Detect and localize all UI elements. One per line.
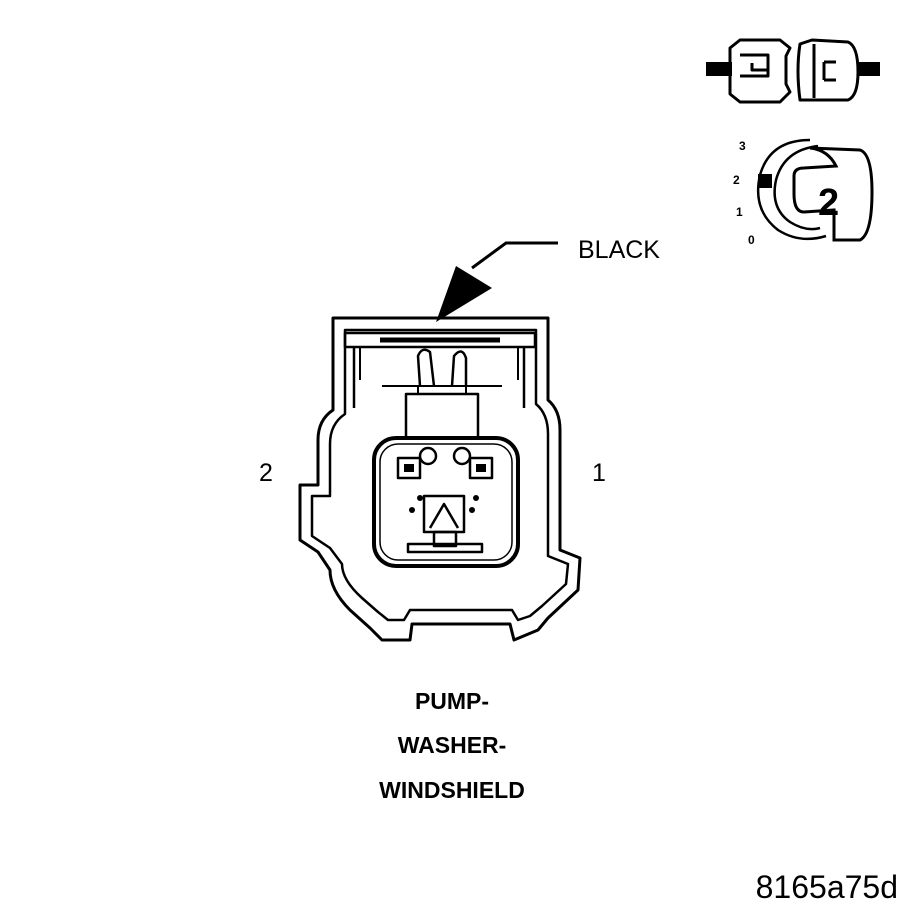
scale-label: 0 <box>748 233 755 247</box>
view-indicator-icon: 3 2 1 0 2 <box>733 138 874 247</box>
caption-line: WINDSHIELD <box>379 777 525 803</box>
connector-body <box>298 316 582 642</box>
scale-label: 1 <box>736 205 743 219</box>
mating-connector-icon <box>706 38 880 104</box>
pin-label-right: 1 <box>592 459 606 487</box>
caption-line: WASHER- <box>398 732 507 758</box>
pin-label-left: 2 <box>259 459 273 487</box>
view-number: 2 <box>818 182 839 224</box>
scale-label: 3 <box>739 139 746 153</box>
figure-id: 8165a75d <box>756 869 898 905</box>
connector-color-label: BLACK <box>578 236 660 264</box>
callout-leader <box>436 241 558 322</box>
scale-label: 2 <box>733 173 740 187</box>
caption-line: PUMP- <box>415 688 489 714</box>
